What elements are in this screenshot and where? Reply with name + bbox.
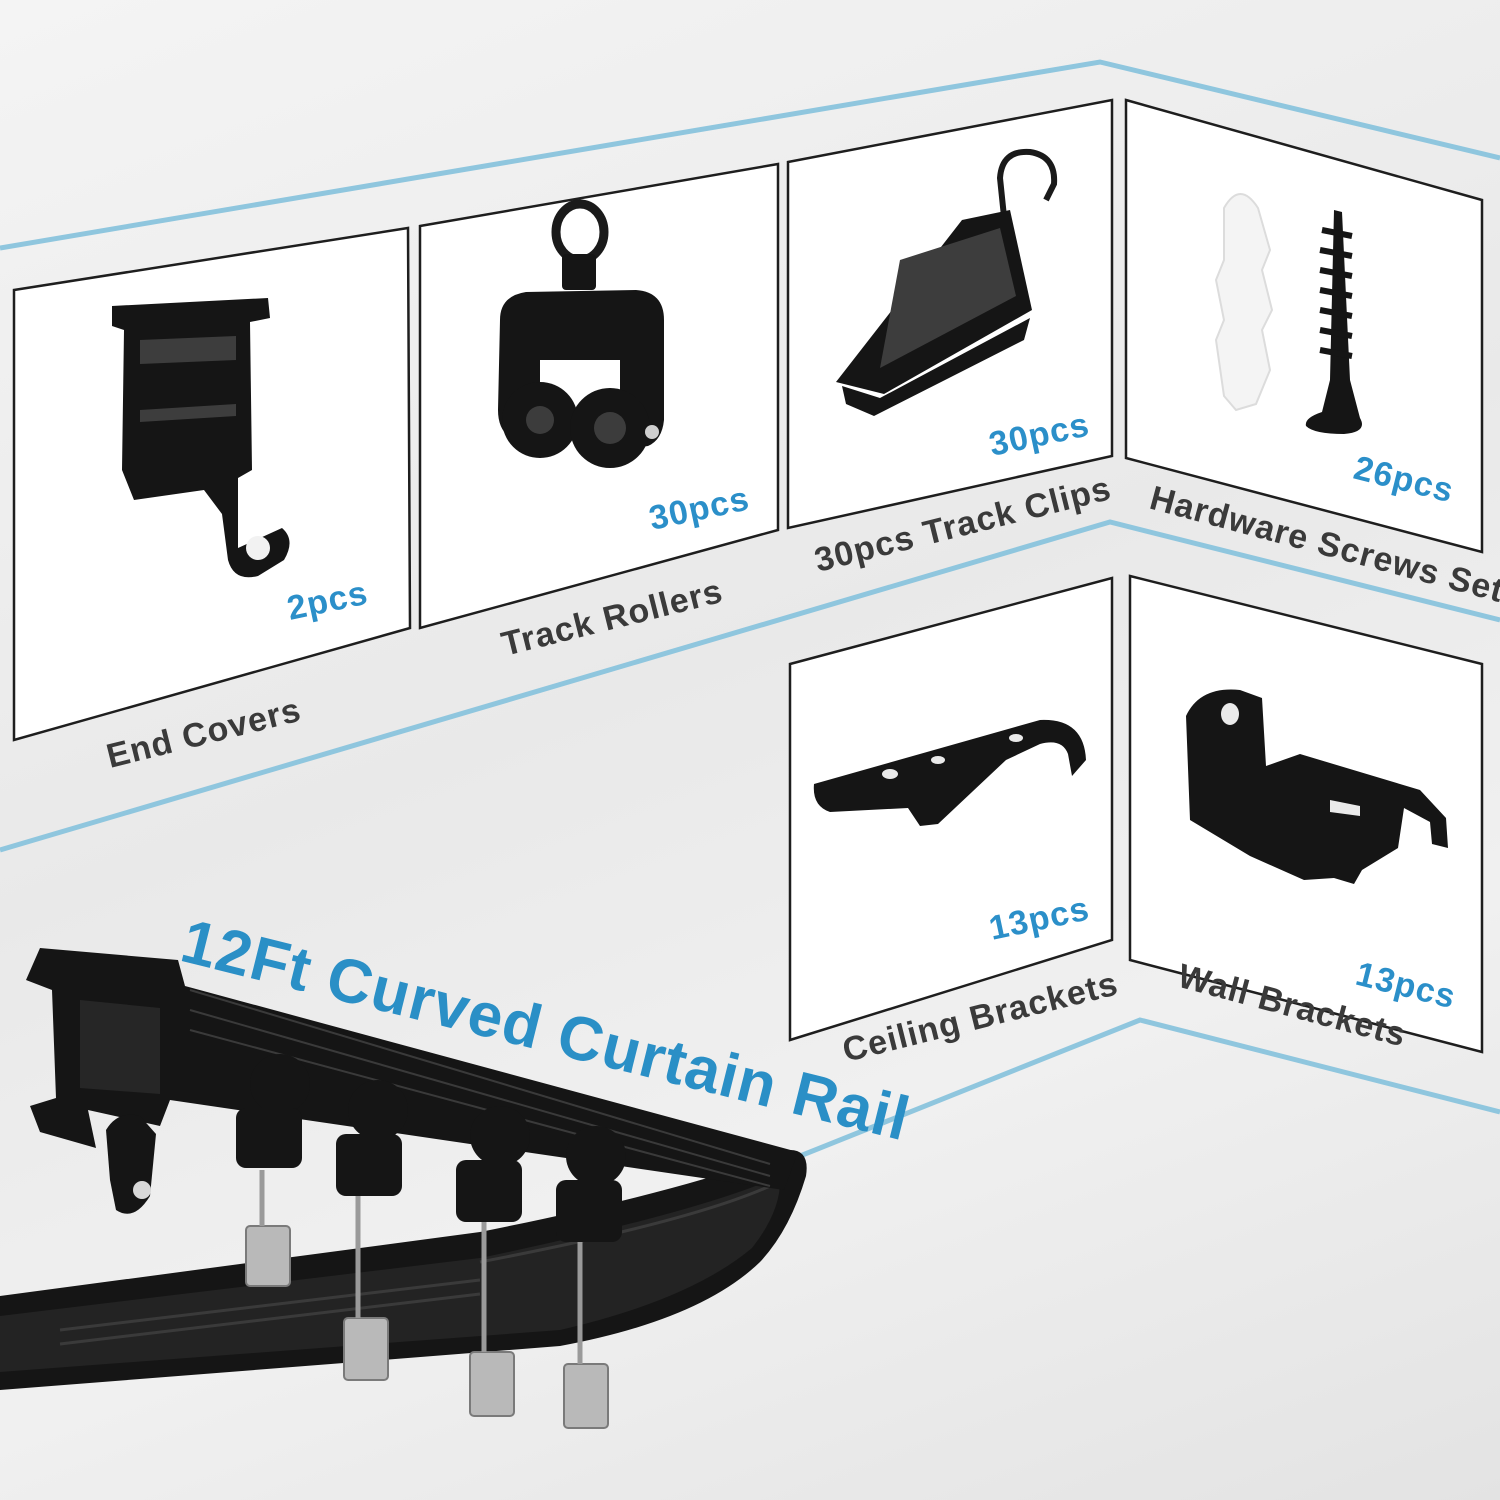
track-roller-icon bbox=[498, 199, 664, 468]
panel-wall-brackets: 13pcs Wall Brackets bbox=[1128, 574, 1484, 1054]
roller-2 bbox=[336, 1080, 408, 1381]
wall-bracket-icon bbox=[1186, 689, 1448, 884]
accent-lines bbox=[0, 59, 1500, 1163]
end-cover-icon bbox=[112, 298, 290, 578]
curved-rail-illustration bbox=[0, 948, 807, 1429]
screw-set-icon bbox=[1214, 193, 1362, 434]
roller-3 bbox=[456, 1106, 530, 1417]
ceiling-bracket-icon bbox=[813, 719, 1086, 826]
track-clip-icon bbox=[836, 148, 1058, 416]
panel-hardware-screws: 26pcs Hardware Screws Set bbox=[1124, 98, 1500, 610]
panel-end-covers: 2pcs End Covers bbox=[12, 226, 412, 776]
roller-4 bbox=[556, 1126, 626, 1429]
panel-ceiling-brackets: 13pcs Ceiling Brackets bbox=[788, 576, 1122, 1070]
panel-track-clips: 30pcs 30pcs Track Clips bbox=[786, 98, 1115, 580]
roller-1 bbox=[236, 1054, 310, 1287]
panel-track-rollers: 30pcs Track Rollers bbox=[418, 162, 780, 664]
